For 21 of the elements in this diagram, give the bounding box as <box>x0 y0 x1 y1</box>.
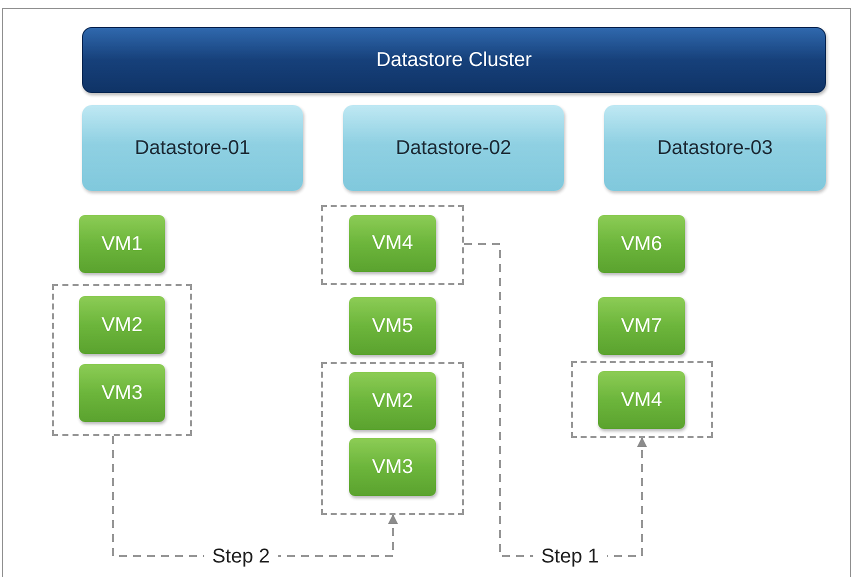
dashed-group-box <box>321 362 464 515</box>
datastore-box: Datastore-01 <box>82 105 303 191</box>
datastore-box: Datastore-02 <box>343 105 564 191</box>
vm-box: VM2 <box>79 296 165 354</box>
vm-box: VM1 <box>79 215 165 273</box>
edge-label: Step 1 <box>533 546 607 568</box>
dashed-group-box <box>321 205 464 285</box>
vm-box: VM7 <box>598 297 685 355</box>
vm-box: VM5 <box>349 297 436 355</box>
dashed-arrow <box>464 243 647 557</box>
vm-box: VM2 <box>349 372 436 430</box>
vm-box: VM6 <box>598 215 685 273</box>
dashed-group-box <box>571 361 713 438</box>
cluster-box: Datastore Cluster <box>82 27 826 93</box>
vm-box: VM3 <box>79 364 165 422</box>
datastore-box: Datastore-03 <box>604 105 826 191</box>
edge-label: Step 2 <box>204 546 278 568</box>
vm-box: VM4 <box>598 371 685 429</box>
vm-box: VM4 <box>349 215 436 272</box>
vm-box: VM3 <box>349 438 436 496</box>
dashed-group-box <box>52 284 192 436</box>
